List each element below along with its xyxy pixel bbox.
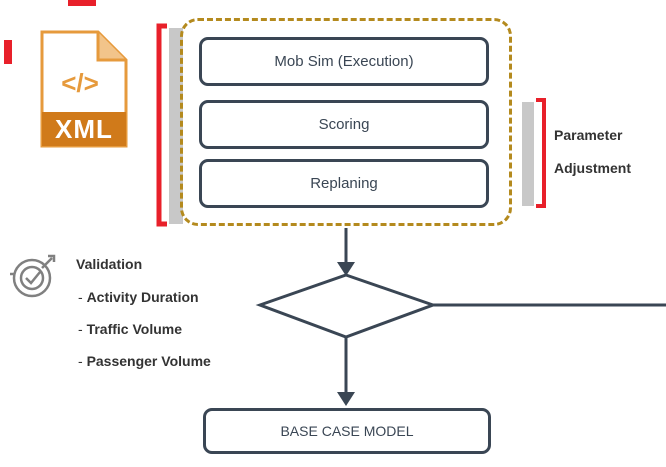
validation-item-label: Passenger Volume	[86, 353, 211, 369]
base-case-model-box: BASE CASE MODEL	[203, 408, 491, 454]
top-red-mark	[0, 0, 666, 70]
validation-item-traffic-volume: - Traffic Volume	[78, 321, 182, 337]
validation-target-icon	[8, 250, 60, 302]
validation-bullet: -	[78, 321, 87, 337]
replaning-box: Replaning	[199, 159, 489, 208]
mob-sim-execution-box: Mob Sim (Execution)	[199, 37, 489, 86]
scoring-label: Scoring	[318, 116, 370, 133]
validation-item-activity-duration: - Activity Duration	[78, 289, 199, 305]
xml-file-icon: </> XML	[40, 30, 130, 150]
validation-item-label: Activity Duration	[86, 289, 199, 305]
base-case-model-label: BASE CASE MODEL	[280, 423, 414, 439]
xml-file-label: XML	[55, 114, 113, 144]
validation-item-label: Traffic Volume	[86, 321, 182, 337]
mob-sim-execution-label: Mob Sim (Execution)	[274, 53, 414, 70]
parameter-adjustment-line2: Adjustment	[554, 160, 631, 176]
scoring-box: Scoring	[199, 100, 489, 149]
validation-item-passenger-volume: - Passenger Volume	[78, 353, 211, 369]
validation-bullet: -	[78, 289, 87, 305]
validation-bullet: -	[78, 353, 87, 369]
xml-code-symbol: </>	[61, 68, 99, 98]
parameter-adjustment-line1: Parameter	[554, 127, 623, 143]
validation-title: Validation	[76, 256, 143, 272]
parameter-adjustment-bracket	[516, 96, 556, 216]
simulation-loop-container	[180, 18, 512, 226]
loop-bracket-left	[145, 20, 185, 230]
replaning-label: Replaning	[310, 175, 378, 192]
